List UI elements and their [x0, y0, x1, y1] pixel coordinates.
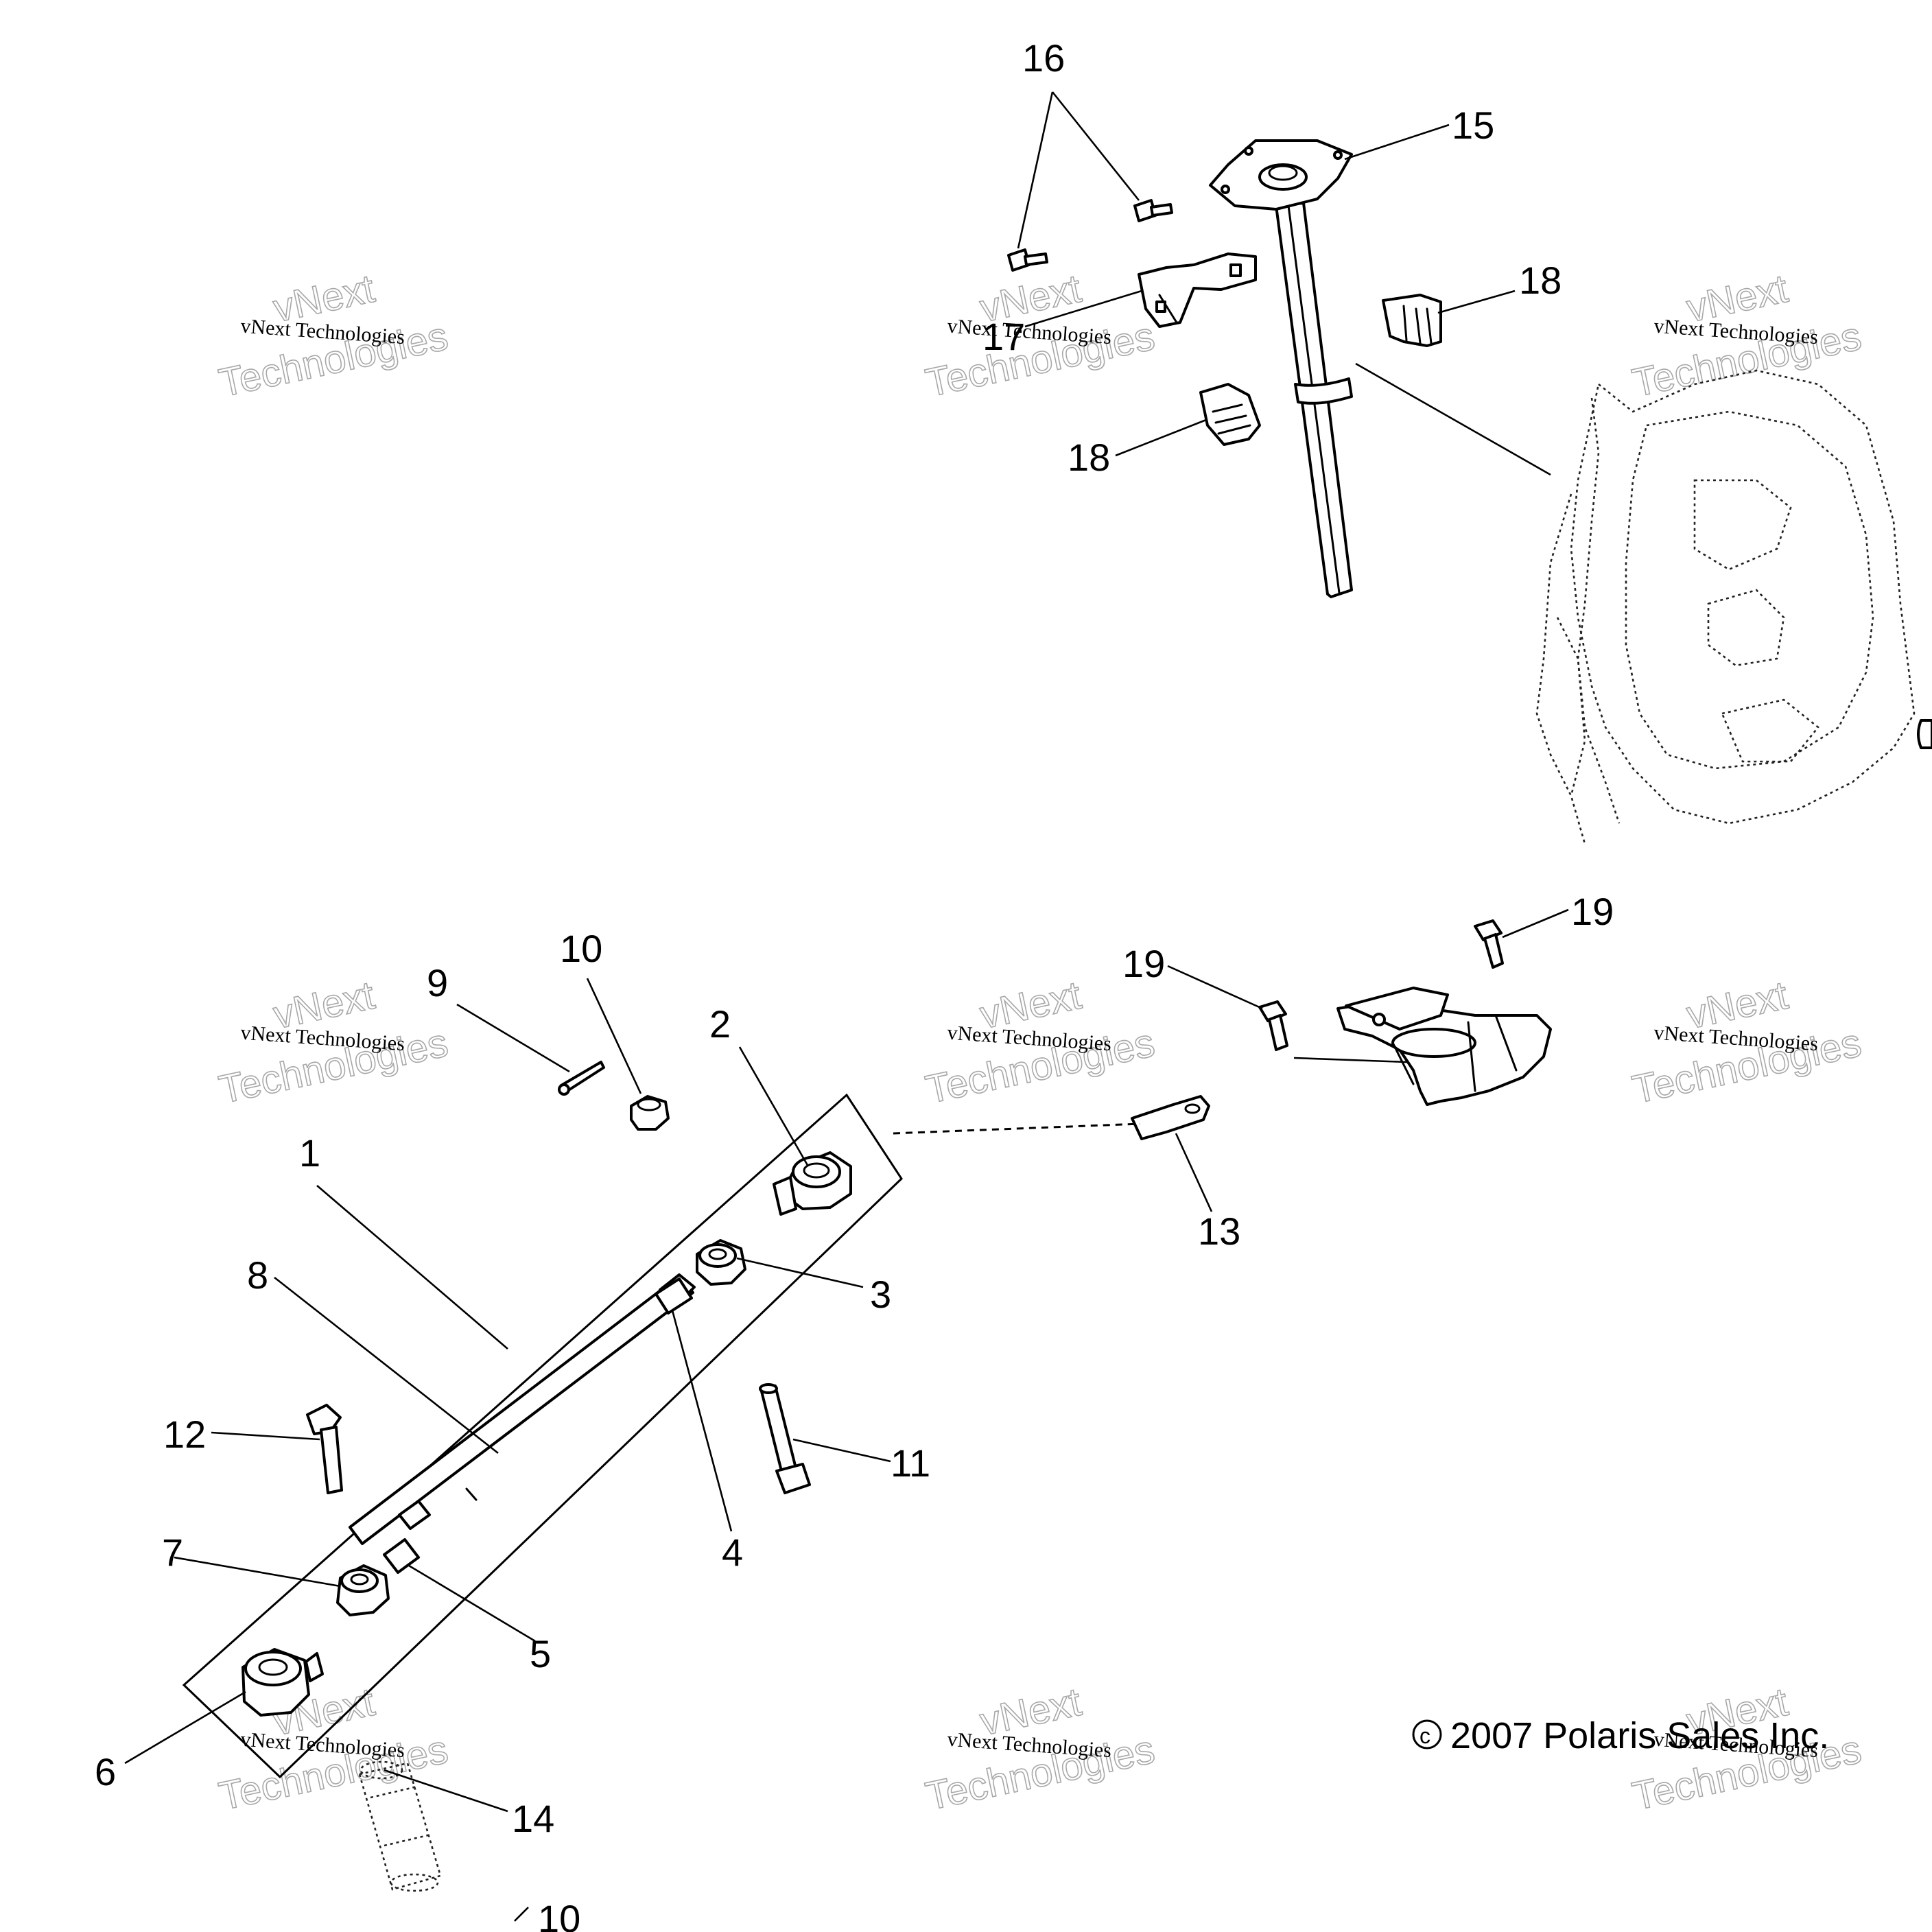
bolt-11 [759, 1383, 811, 1494]
callout-3: 3 [870, 1273, 891, 1316]
jam-nut-5 [383, 1538, 420, 1574]
bolt-19-right [1474, 919, 1504, 969]
castle-nut-10 [630, 1095, 670, 1131]
cotter-pin-9 [558, 1061, 605, 1096]
boot-14 [358, 1760, 442, 1892]
callout-10-bottom: 10 [538, 1897, 580, 1932]
callout-19-second: 19 [1122, 942, 1165, 985]
copyright-symbol: c [1419, 1723, 1430, 1748]
watermark: vNext Technologies vNext Technologies [921, 1679, 1159, 1819]
callout-18: 18 [1519, 259, 1562, 302]
callout-6: 6 [95, 1750, 116, 1793]
steering-pivot-bracket [1336, 987, 1552, 1106]
callout-11: 11 [891, 1441, 930, 1485]
callouts: 1 2 3 4 5 6 7 8 9 10 11 12 13 14 15 16 1… [95, 36, 1614, 1932]
rod-end-6 [242, 1648, 324, 1717]
leader-lines [124, 91, 1569, 1922]
watermark: vNext Technologies vNext Technologies [215, 1679, 452, 1819]
assembly-link-line [893, 1122, 1141, 1135]
callout-10: 10 [560, 927, 602, 970]
plate-13 [1131, 1095, 1210, 1140]
callout-18-second: 18 [1068, 436, 1110, 479]
frame-reference-outline [1535, 369, 1932, 845]
watermark: vNext Technologies vNext Technologies [215, 972, 452, 1113]
copyright: c 2007 Polaris Sales Inc. [1412, 1715, 1829, 1756]
callout-2: 2 [709, 1002, 731, 1046]
copyright-circle [1412, 1719, 1442, 1750]
watermark: vNext Technologies vNext Technologies [921, 972, 1159, 1113]
clamp-17 [1138, 252, 1257, 328]
screw-16b [1133, 199, 1173, 222]
steering-post [1209, 139, 1353, 598]
watermark: vNext Technologies vNext Technologies [921, 266, 1159, 406]
copyright-text: 2007 Polaris Sales Inc. [1450, 1715, 1829, 1756]
callout-15: 15 [1452, 104, 1494, 147]
screw-16a [1007, 248, 1048, 272]
callout-9: 9 [427, 961, 448, 1004]
callout-8: 8 [247, 1253, 268, 1297]
bolt-19-left [1258, 1000, 1288, 1051]
callout-4: 4 [722, 1531, 743, 1574]
rod-end-2 [773, 1151, 852, 1216]
jam-nut-4 [655, 1277, 693, 1315]
bushing-18-lower [1199, 383, 1261, 446]
bolt-12 [306, 1404, 343, 1494]
callout-7: 7 [162, 1531, 183, 1574]
tie-rod-tube-1 [349, 1273, 696, 1545]
bushing-18-upper [1382, 294, 1442, 347]
callout-13: 13 [1198, 1210, 1240, 1253]
watermark: vNext Technologies vNext Technologies [1628, 972, 1865, 1113]
callout-19: 19 [1571, 890, 1614, 933]
rod-end-3 [696, 1239, 746, 1286]
callout-1: 1 [299, 1131, 320, 1175]
watermark: vNext Technologies vNext Technologies [1628, 266, 1865, 406]
callout-17: 17 [982, 315, 1025, 358]
watermark: vNext Technologies vNext Technologies [215, 266, 452, 406]
watermarks: vNext Technologies vNext Technologies vN… [215, 266, 1865, 1819]
callout-14: 14 [512, 1797, 554, 1840]
rod-end-7 [336, 1564, 390, 1616]
callout-16: 16 [1022, 36, 1065, 80]
callout-5: 5 [530, 1632, 551, 1675]
callout-12: 12 [163, 1413, 206, 1456]
